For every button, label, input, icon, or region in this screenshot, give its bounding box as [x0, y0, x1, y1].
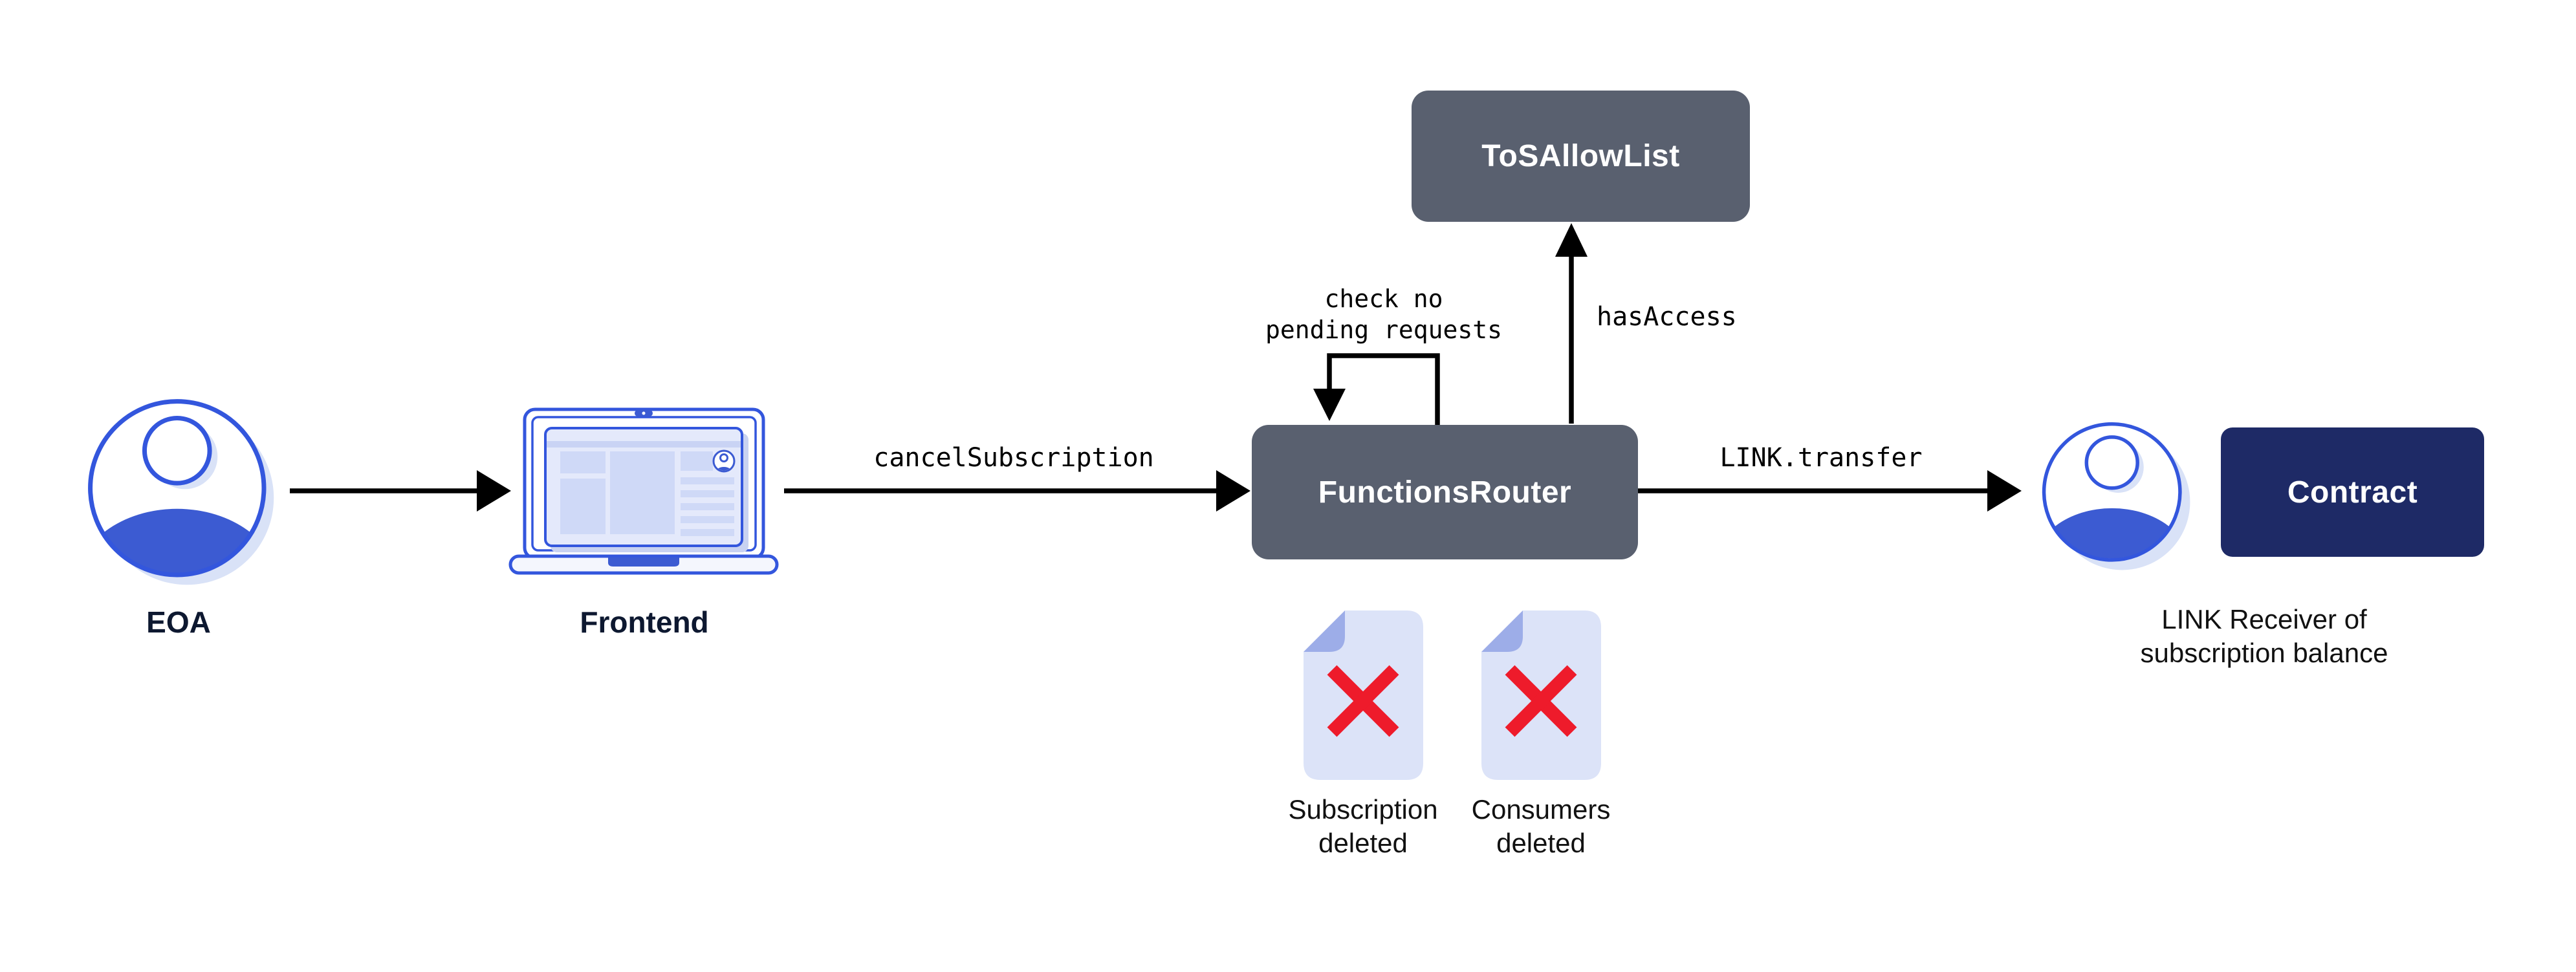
subscription-deleted-label: Subscription deleted [1288, 793, 1437, 860]
eoa-label: EOA [146, 605, 211, 639]
folded-corner-icon [1481, 610, 1523, 652]
contract-label: Contract [2287, 475, 2418, 510]
check-pending-line2: pending requests [1265, 316, 1503, 344]
subscription-deleted-doc-icon [1304, 610, 1423, 780]
check-pending-label: check no pending requests [1265, 283, 1502, 345]
link-receiver-line1: LINK Receiver of [2161, 604, 2367, 634]
folded-corner-icon [1304, 610, 1345, 652]
arrow-self-loop-check-pending [1313, 353, 1440, 425]
consumers-deleted-line1: Consumers [1471, 794, 1611, 825]
browser-avatar-icon [712, 449, 736, 473]
has-access-label: hasAccess [1597, 302, 1737, 332]
link-receiver-line2: subscription balance [2140, 638, 2388, 668]
subscription-deleted-line2: deleted [1318, 828, 1408, 858]
contract-box: Contract [2221, 427, 2484, 557]
frontend-label: Frontend [580, 605, 709, 639]
functions-router-label: FunctionsRouter [1318, 475, 1572, 510]
frontend-laptop-icon [508, 407, 779, 575]
arrow-cancel-subscription [784, 470, 1250, 512]
tos-allow-list-box: ToSAllowList [1412, 91, 1750, 222]
arrow-has-access [1555, 223, 1588, 424]
link-receiver-label: LINK Receiver of subscription balance [2141, 603, 2388, 670]
arrow-link-transfer [1638, 470, 2022, 512]
consumers-deleted-label: Consumers deleted [1472, 793, 1611, 860]
consumers-deleted-line2: deleted [1496, 828, 1586, 858]
tos-allow-list-label: ToSAllowList [1481, 139, 1680, 173]
check-pending-line1: check no [1324, 285, 1443, 313]
functions-router-box: FunctionsRouter [1252, 425, 1638, 559]
arrow-eoa-to-frontend [290, 470, 511, 512]
link-transfer-label: LINK.transfer [1719, 443, 1923, 473]
link-receiver-person-icon [2042, 422, 2190, 570]
eoa-person-icon [88, 399, 274, 585]
red-x-icon [1505, 665, 1577, 737]
browser-content-blocks [560, 451, 734, 536]
subscription-deleted-line1: Subscription [1288, 794, 1438, 825]
consumers-deleted-doc-icon [1481, 610, 1601, 780]
red-x-icon [1327, 665, 1399, 737]
cancel-subscription-label: cancelSubscription [873, 443, 1154, 473]
